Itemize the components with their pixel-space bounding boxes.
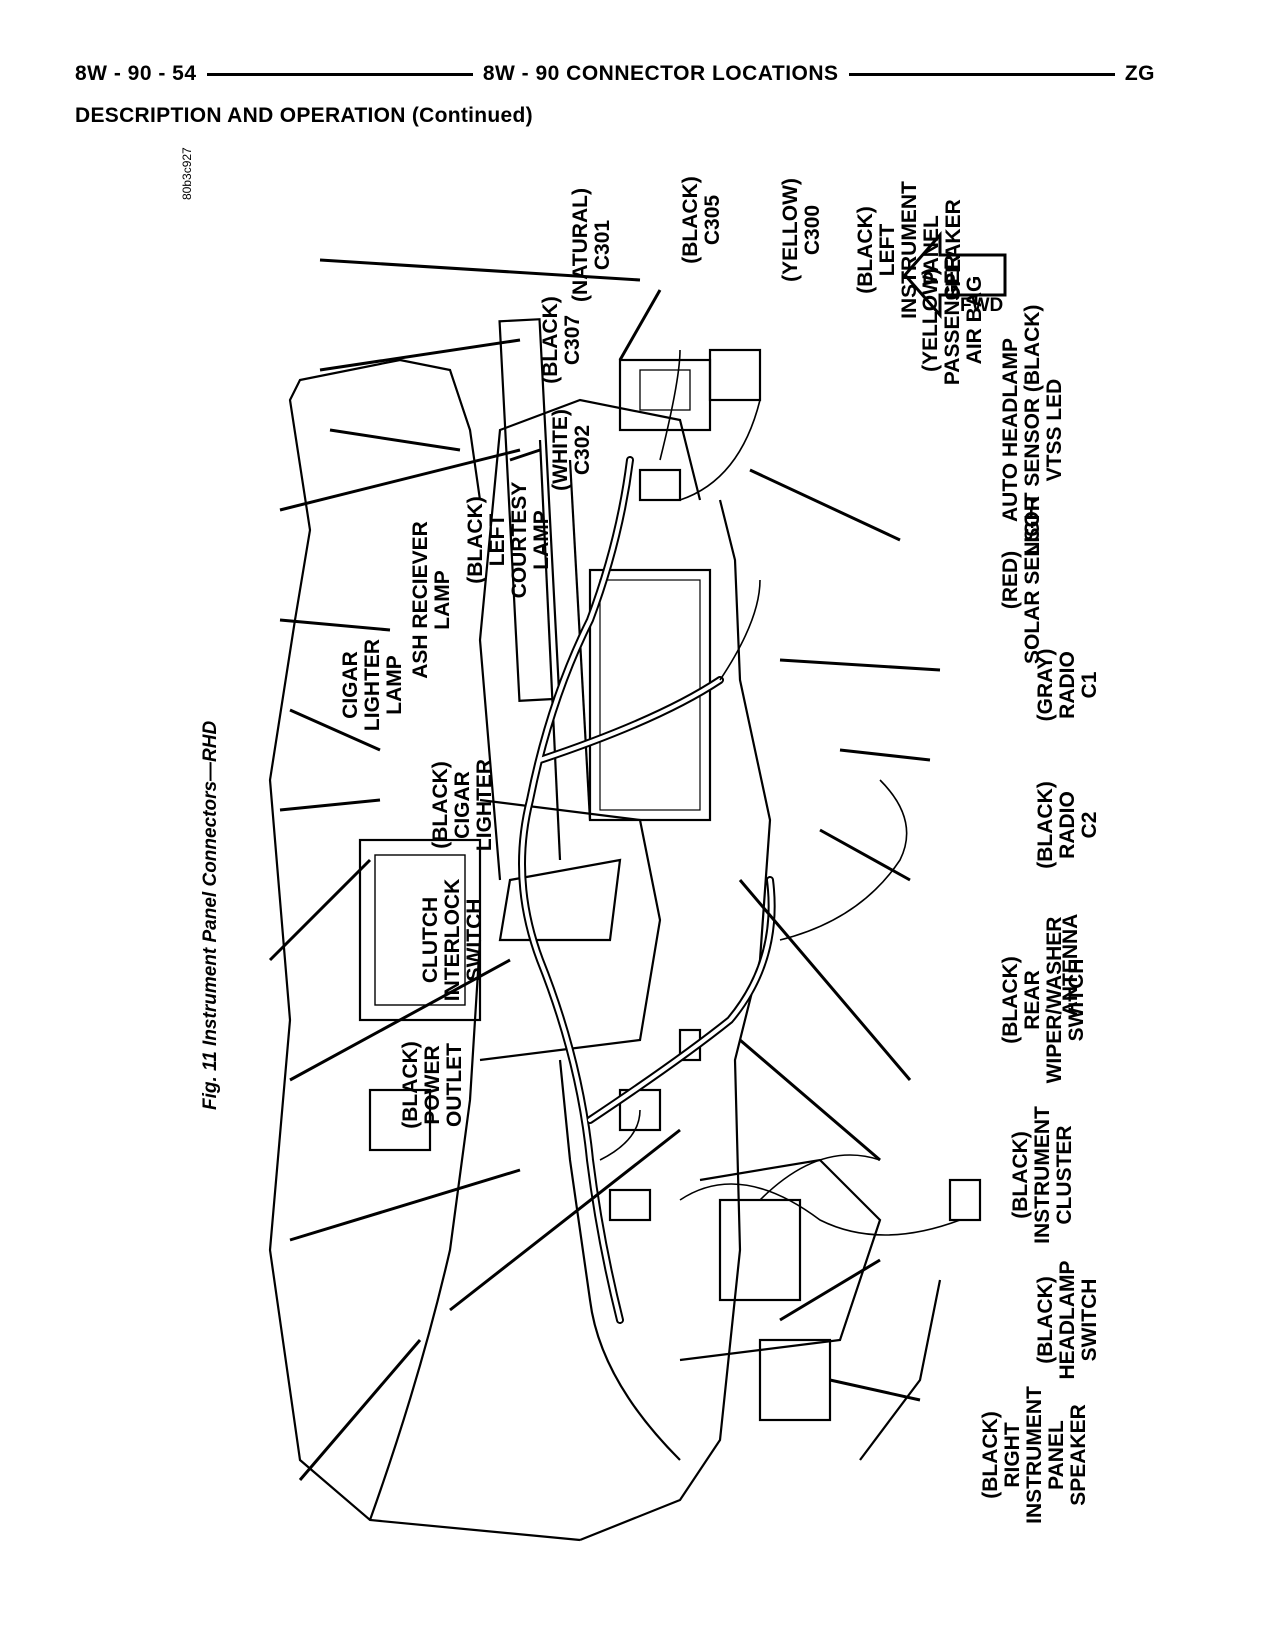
label-power-outlet: (BLACK) POWER OUTLET: [399, 1041, 466, 1129]
label-instrument-cluster: (BLACK) INSTRUMENT CLUSTER: [1009, 1106, 1076, 1244]
label-cigar-lighter-lamp: CIGAR LIGHTER LAMP: [339, 638, 406, 732]
label-c305: (BLACK) C305: [679, 176, 724, 264]
model-code: ZG: [1124, 62, 1155, 85]
forward-arrow-icon: [903, 231, 1007, 319]
page-number: 8W - 90 - 54: [75, 62, 197, 85]
instrument-panel-illustration: [268, 258, 982, 1542]
label-c300: (YELLOW) C300: [779, 178, 824, 282]
label-ash-receiver-lamp: ASH RECIEVER LAMP: [409, 521, 454, 679]
label-radio-c1: (GRAY) RADIO C1: [1034, 648, 1101, 722]
image-code: 80b3c927: [180, 147, 194, 200]
label-c302: (WHITE) C302: [549, 409, 594, 491]
header-rule-right: [848, 72, 1115, 76]
label-antenna: ANTENNA: [1059, 913, 1082, 1017]
chapter-title: 8W - 90 CONNECTOR LOCATIONS: [482, 62, 839, 85]
label-left-courtesy-lamp: (BLACK) LEFT COURTESY LAMP: [464, 481, 553, 599]
section-title: DESCRIPTION AND OPERATION (Continued): [75, 104, 533, 127]
page-header: 8W - 90 - 54 8W - 90 CONNECTOR LOCATIONS…: [75, 60, 1155, 88]
connector-diagram: FWD (BLACK) RIGHT INSTRUMENT PANEL SPEAK…: [120, 147, 1120, 1580]
label-auto-headlamp-sensor: AUTO HEADLAMP LIGHT SENSOR (BLACK) VTSS …: [999, 304, 1066, 556]
label-radio-c2: (BLACK) RADIO C2: [1034, 781, 1101, 869]
label-left-ip-speaker: (BLACK) LEFT INSTRUMENT PANEL SPEAKER: [854, 181, 965, 319]
label-clutch-interlock-switch: CLUTCH INTERLOCK SWITCH: [419, 878, 486, 1002]
label-cigar-lighter: (BLACK) CIGAR LIGHTER: [429, 758, 496, 852]
header-rule-left: [206, 72, 473, 76]
figure-caption: Fig. 11 Instrument Panel Connectors—RHD: [200, 720, 221, 1110]
